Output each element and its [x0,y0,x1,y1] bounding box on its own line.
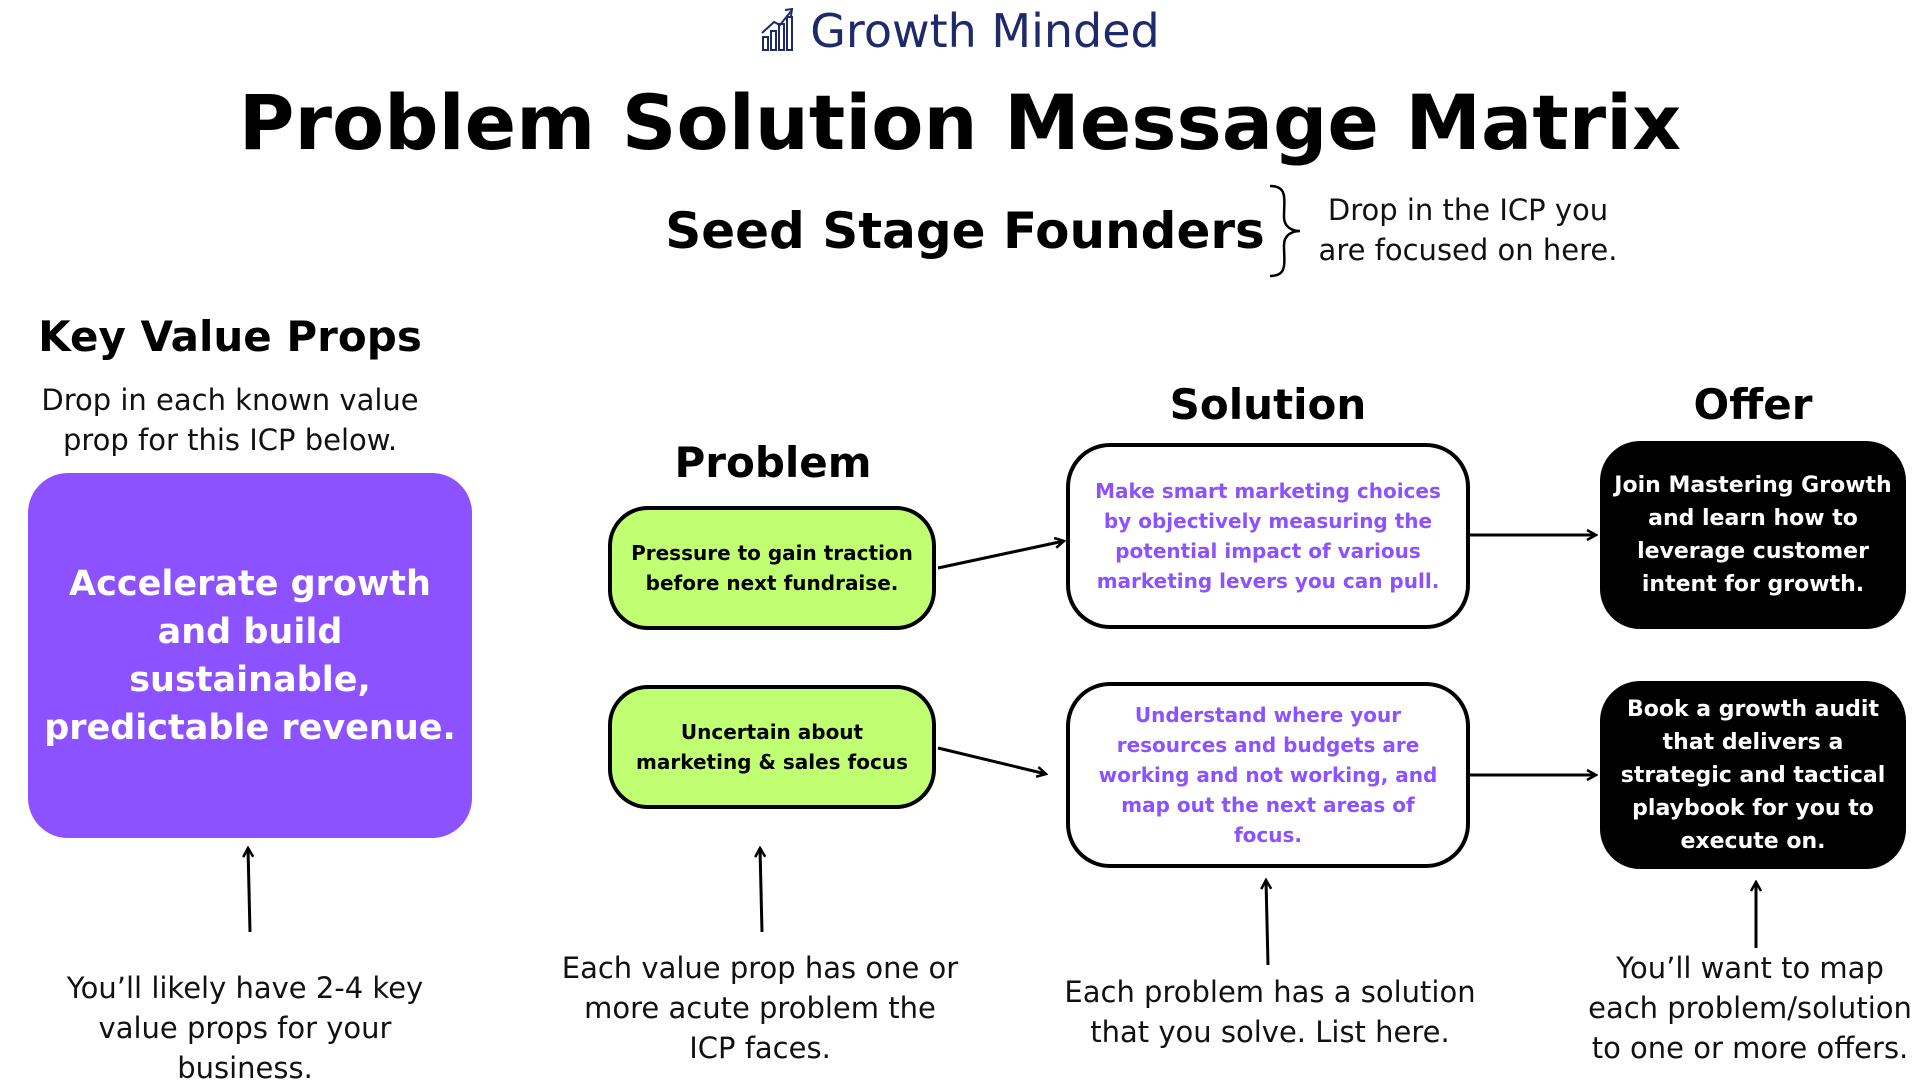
page-title: Problem Solution Message Matrix [238,78,1682,167]
value-props-footnote: You’ll likely have 2-4 key value props f… [66,971,424,1085]
solution-footnote: Each problem has a solution that you sol… [1064,975,1476,1049]
arrow-up-problem [760,848,762,933]
bar-chart-growth-icon [760,5,796,57]
offer-heading: Offer [1693,380,1813,429]
arrow-up-value-props [248,848,250,933]
icp-note: Drop in the ICP you are focused on here. [1318,193,1618,267]
arrow-up-solution [1266,880,1268,966]
problem-footnote: Each value prop has one or more acute pr… [561,951,959,1065]
curly-brace-icon [1262,183,1310,283]
brand-name: Growth Minded [810,4,1160,58]
arrow-problem-to-solution [937,541,1064,570]
problem-heading: Problem [674,438,872,487]
solution-card: Understand where your resources and budg… [1066,682,1470,868]
arrow-problem-to-solution [937,746,1046,774]
offer-card: Book a growth audit that delivers a stra… [1600,681,1906,869]
problem-card: Pressure to gain traction before next fu… [608,506,936,630]
solution-card: Make smart marketing choices by objectiv… [1066,443,1470,629]
solution-heading: Solution [1169,380,1367,429]
icp-name: Seed Stage Founders [665,202,1265,260]
problem-card: Uncertain about marketing & sales focus [608,685,936,809]
value-prop-card: Accelerate growth and build sustainable,… [28,473,472,838]
value-props-instruction: Drop in each known value prop for this I… [41,383,419,457]
offer-card: Join Mastering Growth and learn how to l… [1600,441,1906,629]
offer-footnote: You’ll want to map each problem/solution… [1588,951,1912,1065]
value-props-heading: Key Value Props [38,312,422,361]
brand-header: Growth Minded [0,0,1920,62]
